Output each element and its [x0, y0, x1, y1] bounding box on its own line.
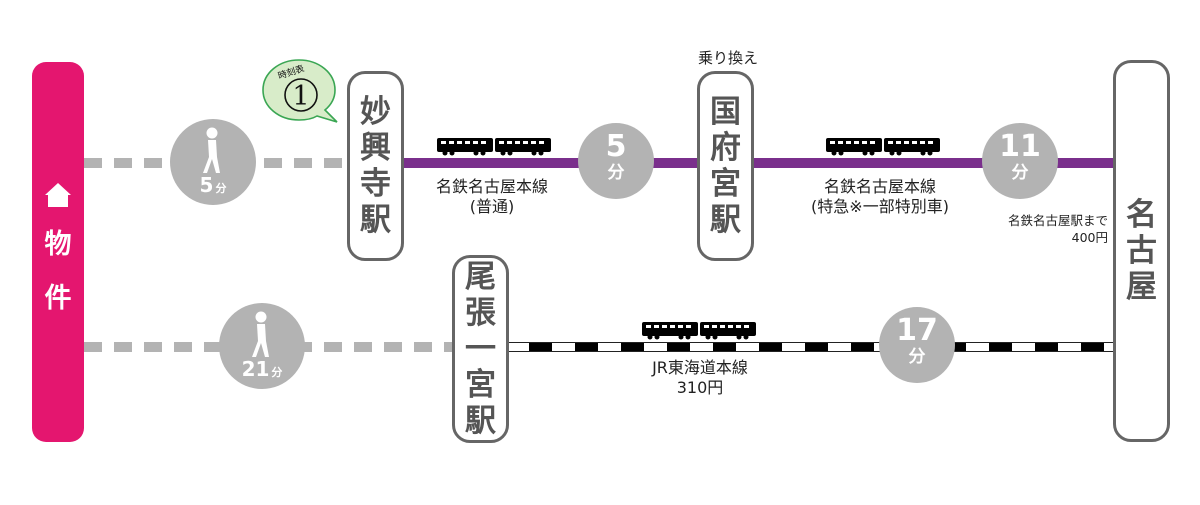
walking-person-icon [203, 127, 220, 173]
station-char: 妙 [360, 94, 391, 130]
station-char: 宮 [465, 367, 496, 403]
walk-minutes: 5 [199, 173, 214, 197]
station-owari-ichinomiya[interactable]: 尾 張 一 宮 駅 [452, 255, 509, 443]
route-label-meitetsu-express: 名鉄名古屋本線 (特急※一部特別車) [790, 177, 970, 217]
ride-time-meitetsu-express: 11 分 [982, 123, 1058, 199]
property-label-char: 物 [44, 229, 72, 260]
line-name: 名鉄名古屋本線 [435, 177, 548, 196]
ride-time-meitetsu-local: 5 分 [578, 123, 654, 199]
fare-note-meitetsu: 名鉄名古屋駅まで 400円 [990, 212, 1108, 246]
station-char: 興 [360, 130, 391, 166]
station-char: 駅 [465, 403, 496, 439]
station-char: 駅 [710, 202, 741, 238]
walk-minutes: 21 [241, 357, 270, 381]
ride-unit: 分 [607, 163, 625, 183]
fare-amount: 400円 [1071, 230, 1108, 245]
house-icon [45, 183, 71, 207]
route-label-meitetsu-local: 名鉄名古屋本線 (普通) [412, 177, 572, 217]
timetable-badge[interactable]: 時刻表 1 [261, 58, 339, 124]
property-bar: 物 件 [32, 62, 84, 442]
station-char: 名 [1126, 197, 1157, 233]
walk-unit: 分 [215, 182, 227, 195]
meitetsu-line [402, 158, 1114, 168]
line-name: JR東海道本線 [652, 358, 748, 377]
line-name: 名鉄名古屋本線 [823, 177, 936, 196]
ride-unit: 分 [1011, 163, 1029, 183]
station-char: 張 [465, 295, 496, 331]
speech-bubble-icon [262, 59, 338, 123]
walking-person-icon [252, 311, 269, 357]
train-icon [826, 138, 940, 156]
station-char: 古 [1126, 233, 1157, 269]
train-icon [437, 138, 551, 156]
number-circle-icon [284, 78, 318, 112]
station-char: 寺 [360, 166, 391, 202]
station-char: 駅 [360, 202, 391, 238]
fare-destination: 名鉄名古屋駅まで [1007, 213, 1108, 228]
station-kounomiya[interactable]: 国 府 宮 駅 [697, 71, 754, 261]
service-type: (特急※一部特別車) [811, 197, 949, 216]
ride-minutes: 5 [605, 129, 627, 164]
property-label-char: 件 [44, 283, 72, 314]
train-icon [642, 322, 756, 340]
station-char: 府 [710, 130, 741, 166]
fare-amount: 310円 [676, 378, 724, 397]
ride-minutes: 11 [999, 129, 1041, 164]
service-type: (普通) [469, 197, 515, 216]
station-char: 国 [710, 94, 741, 130]
jr-tokaido-line [505, 342, 1114, 352]
station-char: 一 [465, 331, 496, 367]
station-nagoya[interactable]: 名 古 屋 [1113, 60, 1170, 442]
timetable-number: 1 [292, 81, 309, 112]
station-char: 尾 [465, 259, 496, 295]
transfer-label: 乗り換え [697, 49, 758, 67]
station-myokoji[interactable]: 妙 興 寺 駅 [347, 71, 404, 261]
route-label-jr: JR東海道本線 310円 [620, 358, 780, 398]
station-char: 宮 [710, 166, 741, 202]
station-char: 屋 [1126, 269, 1157, 305]
ride-unit: 分 [908, 347, 926, 367]
walk-unit: 分 [271, 366, 283, 379]
ride-time-jr: 17 分 [879, 307, 955, 383]
ride-minutes: 17 [896, 313, 938, 348]
